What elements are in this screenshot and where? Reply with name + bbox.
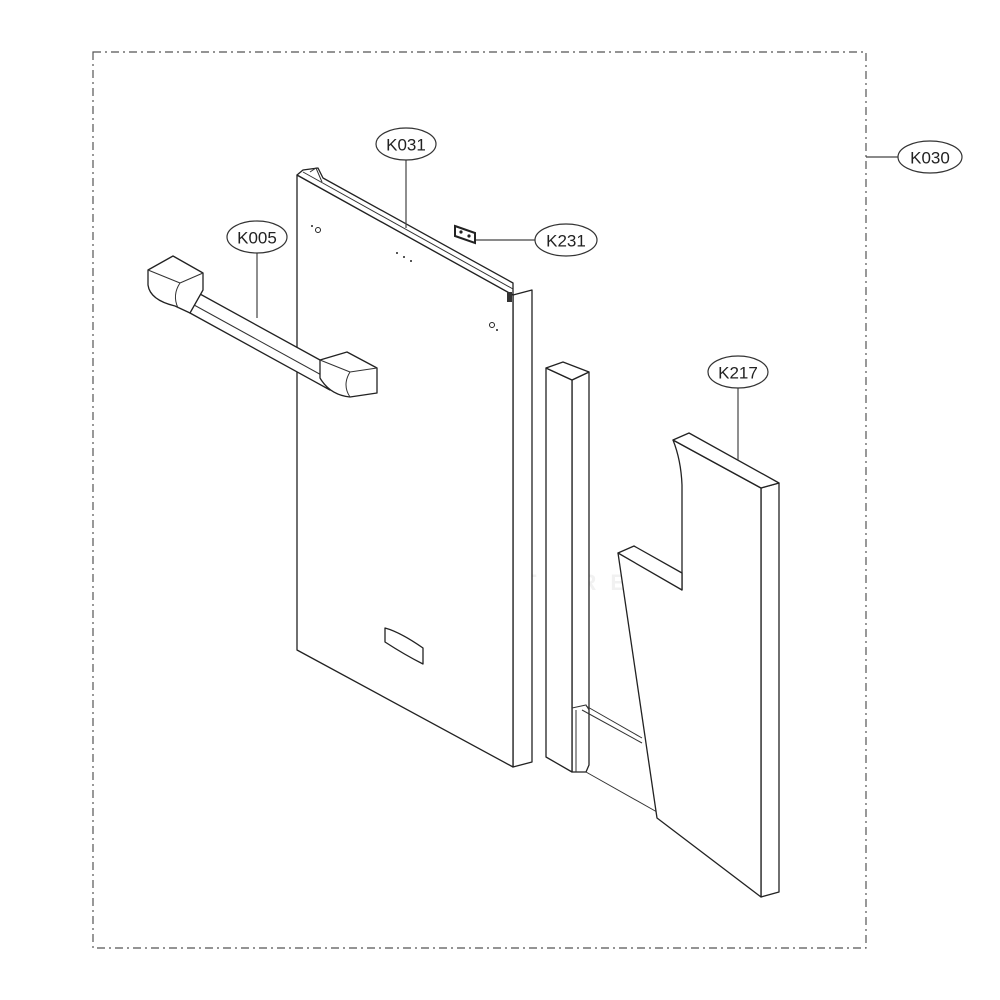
part-k231-bracket[interactable]: [454, 224, 476, 245]
callout-k031: K031: [375, 127, 437, 228]
callout-k030: K030: [866, 140, 963, 174]
label-k030: K030: [910, 149, 950, 168]
label-k005: K005: [237, 229, 277, 248]
label-k217: K217: [718, 364, 758, 383]
label-k031: K031: [386, 136, 426, 155]
assembly-boundary: [92, 51, 867, 949]
part-k217-insulation[interactable]: [617, 432, 780, 898]
callout-k231: K231: [476, 223, 598, 257]
callout-k005: K005: [226, 220, 288, 318]
part-k005-handle[interactable]: [147, 255, 378, 398]
label-k231: K231: [546, 232, 586, 251]
part-k031-door-panel[interactable]: [296, 167, 533, 768]
callout-k217: K217: [707, 355, 769, 460]
part-side-column: [545, 361, 658, 813]
